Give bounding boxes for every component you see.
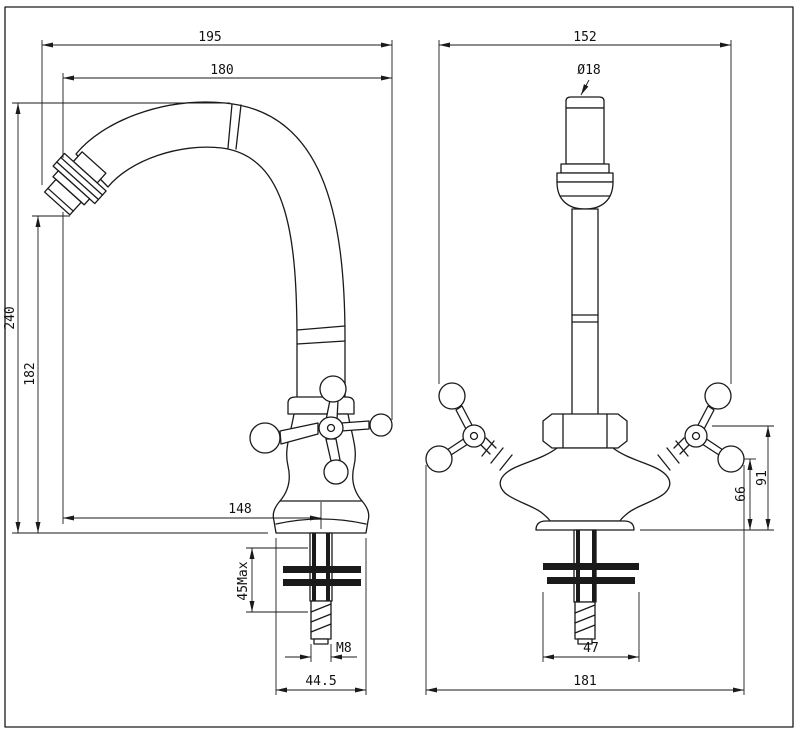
body-side [272,396,370,534]
hex-nut-facets [562,413,608,449]
dim-152: 152 [438,30,732,384]
valve-bonnet-ribs [481,440,513,471]
dim-182: 182 [23,215,70,533]
handle-ball [717,445,745,473]
dim-180: 180 [62,63,392,158]
dim-label-195: 195 [198,30,221,45]
spout-joint-line [227,103,233,149]
spout-ring [556,172,614,183]
spout-front [556,96,614,416]
dim-label-dia18: Ø18 [577,63,600,78]
aerator [43,178,82,216]
threaded-stud [574,601,596,640]
stud-tip [577,638,593,645]
body-outline [272,413,370,534]
handle-ball [438,382,466,410]
right-handle-front [657,382,745,473]
spout-joint-line [296,325,346,331]
dim-label-m8: M8 [336,641,352,656]
left-handle-front [425,382,513,473]
nozzle-flange-line [56,161,100,201]
handle-arm [340,420,370,432]
dim-label-152: 152 [573,30,596,45]
body-front [499,413,671,531]
spout-collar [287,396,355,415]
dim-47: 47 [542,592,640,662]
drawing-frame [4,6,794,728]
valve-stem [673,437,691,455]
spout-top-cap [565,96,605,109]
dim-label-180: 180 [210,63,233,78]
nozzle-flange-line [60,156,104,196]
dim-label-47: 47 [583,641,599,656]
dim-240: 240 [3,102,268,534]
front-view [425,96,745,645]
mounting-hardware-front [543,529,639,645]
dim-label-148: 148 [228,502,251,517]
riser-tube [571,208,599,416]
body-outline [499,447,671,522]
handle-ball [323,459,349,485]
clamp-washer [283,566,361,573]
cross-handle-side [249,375,393,485]
handle-hub [462,424,486,448]
handle-ball [425,445,453,473]
handle-hub-center [469,431,479,441]
dim-91: 91 [640,425,774,531]
clamp-nut [547,577,635,584]
handle-ball [704,382,732,410]
spout-cylinder [565,107,605,165]
dim-66: 66 [734,458,756,530]
dim-m8: M8 [285,641,357,662]
dim-195: 195 [41,30,393,420]
dim-label-181: 181 [573,674,596,689]
clamp-washer [543,563,639,570]
dim-label-240: 240 [3,306,18,329]
dim-148: 148 [62,212,322,529]
handle-hub-center [691,431,701,441]
handle-ball [369,413,393,437]
stud-tip [313,638,329,645]
dim-label-182: 182 [23,362,38,385]
dim-label-45max: 45Max [236,561,251,600]
riser-joint-lines [571,314,599,323]
dim-label-91: 91 [755,470,770,486]
hex-nut [542,413,628,449]
spout-nozzle [43,151,107,216]
base-flange [535,520,635,531]
valve-bonnet-ribs [657,440,689,471]
aerator-line [47,187,74,212]
dim-44-5: 44.5 [275,538,367,695]
extension-line [310,644,332,662]
stud-thread-lines [574,604,596,634]
spout-joint-line [235,104,242,150]
mounting-hardware-side [283,532,361,645]
handle-arm [279,422,319,445]
dimensions: 195 180 240 182 148 [3,30,774,695]
handle-ball [319,375,347,403]
dim-label-66: 66 [734,486,749,502]
side-view [43,101,393,645]
leader-line [580,79,590,96]
dim-dia18: Ø18 [577,63,601,96]
spout-ring [560,163,610,174]
spout-tube [75,101,346,401]
dim-45max: 45Max [236,547,308,613]
dim-label-44-5: 44.5 [305,674,336,689]
dim-181: 181 [425,465,745,695]
valve-stem [479,437,497,455]
handle-ball [249,422,281,454]
handle-hub [684,424,708,448]
spout-joint-line [296,340,346,345]
handle-hub [318,416,344,440]
threaded-stud [310,600,332,640]
spout-side [43,101,346,401]
clamp-nut [283,579,361,586]
handle-hub-center [326,423,336,433]
stud-thread-lines [310,603,332,633]
